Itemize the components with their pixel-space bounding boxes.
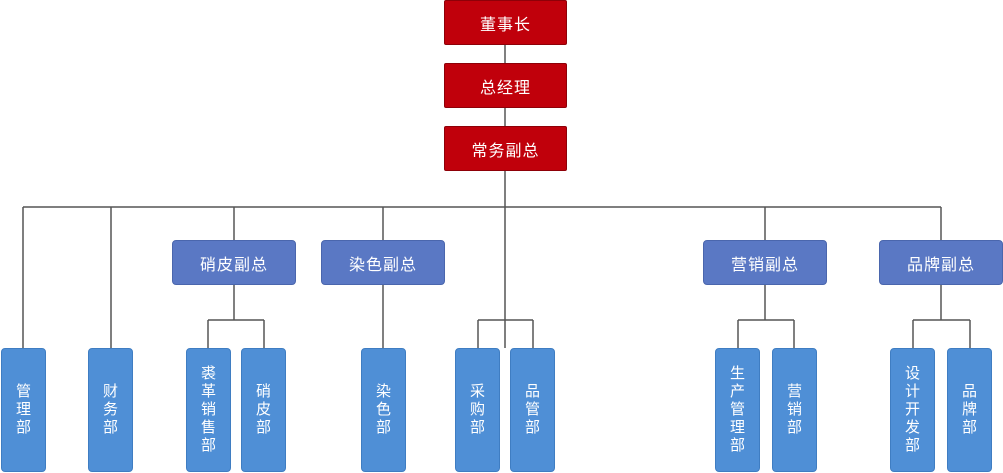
node-general-manager: 总经理 [444, 63, 567, 108]
node-chairman-label: 董事长 [479, 14, 531, 34]
node-dept-finance: 财务部 [88, 348, 133, 472]
node-dept-purchasing: 采购部 [455, 348, 500, 472]
node-vp-tanning: 硝皮副总 [172, 240, 296, 285]
node-executive-vp-label: 常务副总 [471, 140, 540, 160]
node-vp-tanning-label: 硝皮副总 [199, 254, 268, 274]
node-chairman: 董事长 [444, 0, 567, 45]
node-general-manager-label: 总经理 [479, 77, 531, 97]
node-dept-marketing: 营销部 [772, 348, 817, 472]
node-vp-marketing: 营销副总 [703, 240, 827, 285]
node-dept-production-management: 生产管理部 [715, 348, 760, 472]
node-dept-marketing-label: 营销部 [785, 383, 803, 437]
node-dept-quality-control-label: 品管部 [523, 383, 541, 437]
node-vp-brand: 品牌副总 [879, 240, 1003, 285]
node-dept-purchasing-label: 采购部 [468, 383, 486, 437]
node-dept-brand: 品牌部 [947, 348, 992, 472]
node-dept-brand-label: 品牌部 [960, 383, 978, 437]
node-dept-quality-control: 品管部 [510, 348, 555, 472]
node-dept-tanning-label: 硝皮部 [254, 383, 272, 437]
node-dept-dyeing: 染色部 [361, 348, 406, 472]
node-dept-fur-leather-sales: 裘革销售部 [186, 348, 231, 472]
node-dept-dyeing-label: 染色部 [374, 383, 392, 437]
node-dept-fur-leather-sales-label: 裘革销售部 [199, 365, 217, 455]
node-dept-tanning: 硝皮部 [241, 348, 286, 472]
node-executive-vp: 常务副总 [444, 126, 567, 171]
node-dept-design-development: 设计开发部 [890, 348, 935, 472]
node-vp-dyeing: 染色副总 [321, 240, 445, 285]
node-dept-finance-label: 财务部 [101, 383, 119, 437]
node-dept-management: 管理部 [1, 348, 46, 472]
node-dept-management-label: 管理部 [14, 383, 32, 437]
node-vp-dyeing-label: 染色副总 [348, 254, 417, 274]
node-dept-production-management-label: 生产管理部 [728, 365, 746, 455]
node-vp-marketing-label: 营销副总 [730, 254, 799, 274]
node-vp-brand-label: 品牌副总 [906, 254, 975, 274]
node-dept-design-development-label: 设计开发部 [903, 365, 921, 455]
